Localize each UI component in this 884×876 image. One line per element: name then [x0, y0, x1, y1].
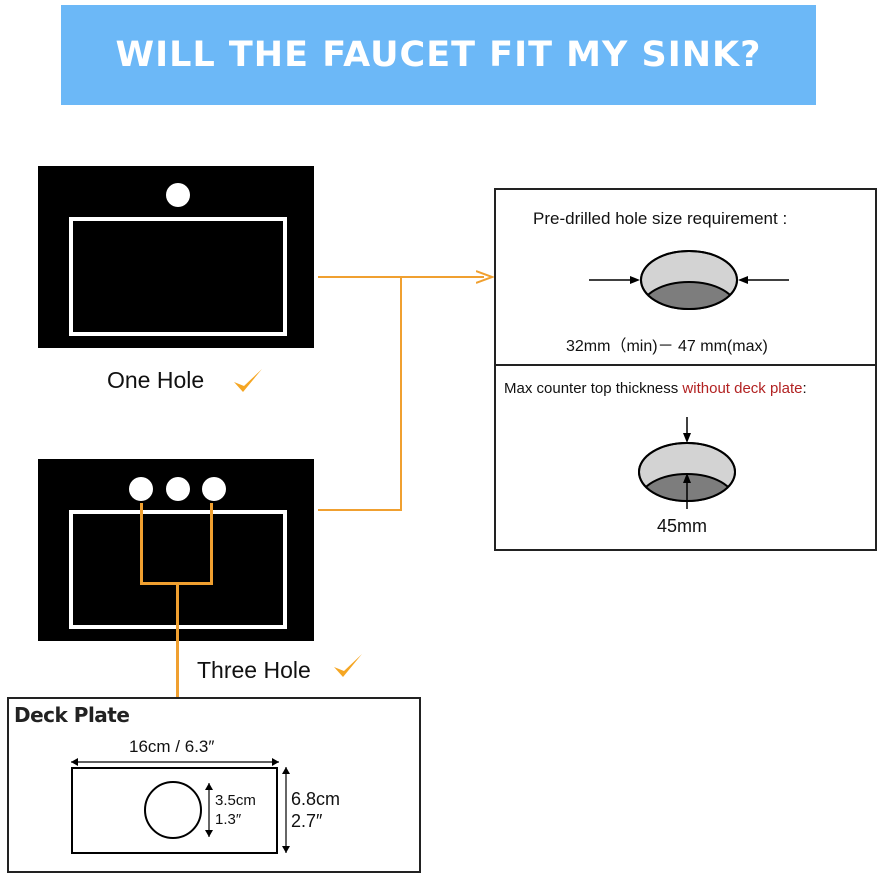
- thickness-diagram: [638, 417, 736, 509]
- checkmark-icon: [234, 369, 262, 392]
- faucet-hole: [202, 477, 226, 501]
- thickness-title-suffix: :: [802, 380, 807, 397]
- connector-line: [210, 503, 213, 585]
- deck-plate-panel: Deck Plate 16cm / 6.3″ 3.5cm 1.3″ 6.8cm …: [7, 697, 421, 873]
- faucet-hole: [166, 477, 190, 501]
- width-dimension-arrow: [71, 758, 279, 766]
- faucet-hole: [129, 477, 153, 501]
- hole-diameter-in: 1.3″: [215, 811, 242, 828]
- hole-size-diagram: [589, 250, 789, 310]
- deck-height-in: 2.7″: [291, 811, 323, 831]
- connector-line: [400, 276, 402, 511]
- three-hole-label: Three Hole: [197, 657, 311, 683]
- faucet-hole: [166, 183, 190, 207]
- thickness-title: Max counter top thickness without deck p…: [504, 380, 807, 397]
- deck-height-cm: 6.8cm: [291, 789, 341, 809]
- deck-plate-outline: [71, 767, 278, 854]
- deck-width-label: 16cm / 6.3″: [129, 737, 215, 756]
- hole-size-title: Pre-drilled hole size requirement :: [533, 209, 788, 228]
- title-banner: WILL THE FAUCET FIT MY SINK?: [61, 5, 816, 105]
- one-hole-sink: [38, 166, 314, 348]
- hole-dimension-arrow: [205, 783, 213, 837]
- deck-plate-title: Deck Plate: [14, 703, 130, 727]
- thickness-value: 45mm: [657, 516, 708, 536]
- spec-divider: [496, 364, 875, 366]
- page-title: WILL THE FAUCET FIT MY SINK?: [115, 35, 762, 75]
- thickness-title-prefix: Max counter top thickness: [504, 380, 683, 397]
- height-dimension-arrow: [282, 767, 290, 853]
- hole-size-range: 32mm（min)－ 47 mm(max): [566, 338, 768, 355]
- spec-panel: Pre-drilled hole size requirement : 32mm…: [494, 188, 877, 551]
- deck-plate-hole: [144, 781, 202, 839]
- sink-basin: [69, 217, 287, 336]
- one-hole-label: One Hole: [107, 367, 205, 393]
- thickness-title-highlight: without deck plate: [682, 380, 803, 397]
- connector-line: [400, 276, 484, 278]
- connector-line: [318, 509, 402, 511]
- arrowhead-icon: [476, 270, 494, 284]
- connector-line: [318, 276, 402, 278]
- connector-line: [176, 582, 179, 698]
- connector-line: [140, 503, 143, 585]
- checkmark-icon: [334, 654, 362, 677]
- hole-diameter-cm: 3.5cm: [215, 792, 256, 809]
